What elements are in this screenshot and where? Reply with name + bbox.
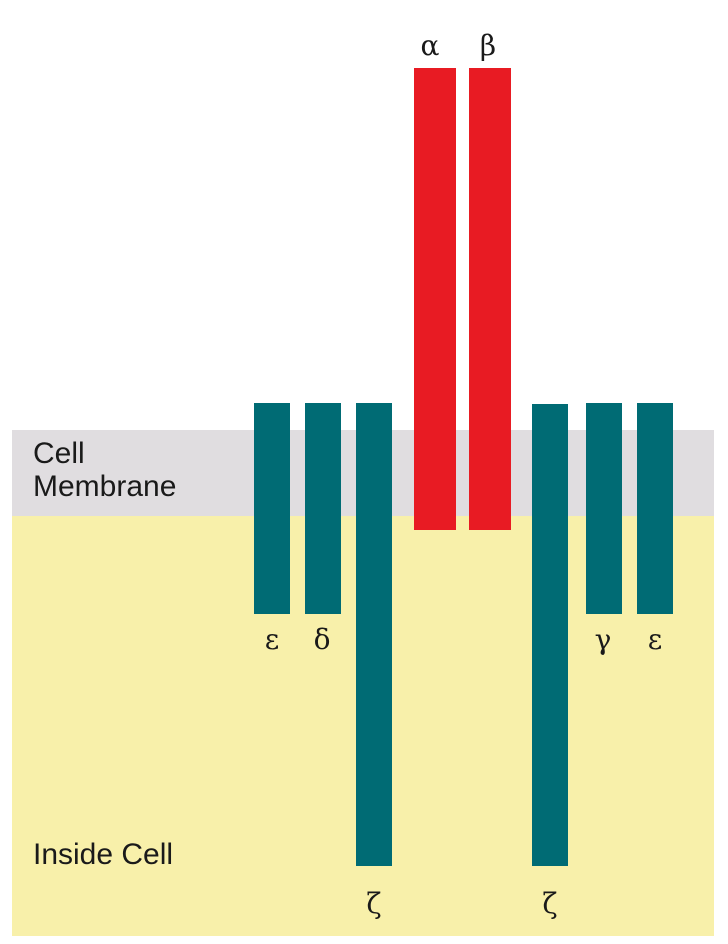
beta-label: β	[479, 29, 497, 62]
epsilon-label-right: ε	[647, 623, 663, 656]
zeta-chain-right	[532, 404, 568, 866]
delta-label: δ	[313, 623, 331, 656]
inside-cell-label: Inside Cell	[33, 838, 174, 871]
gamma-chain	[586, 403, 622, 614]
zeta-chain-left	[356, 403, 392, 866]
epsilon-label-left: ε	[264, 623, 280, 656]
alpha-label: α	[420, 29, 440, 62]
delta-chain	[305, 403, 341, 614]
cell-membrane-label: Cell Membrane	[33, 437, 176, 503]
epsilon-chain-left	[254, 403, 290, 614]
cell-membrane-label-text: Cell Membrane	[33, 437, 177, 503]
zeta-label-left: ζ	[366, 887, 382, 920]
beta-chain	[469, 68, 511, 530]
gamma-label: γ	[594, 623, 612, 656]
zeta-label-right: ζ	[542, 887, 558, 920]
epsilon-chain-right	[637, 403, 673, 614]
alpha-chain	[414, 68, 456, 530]
